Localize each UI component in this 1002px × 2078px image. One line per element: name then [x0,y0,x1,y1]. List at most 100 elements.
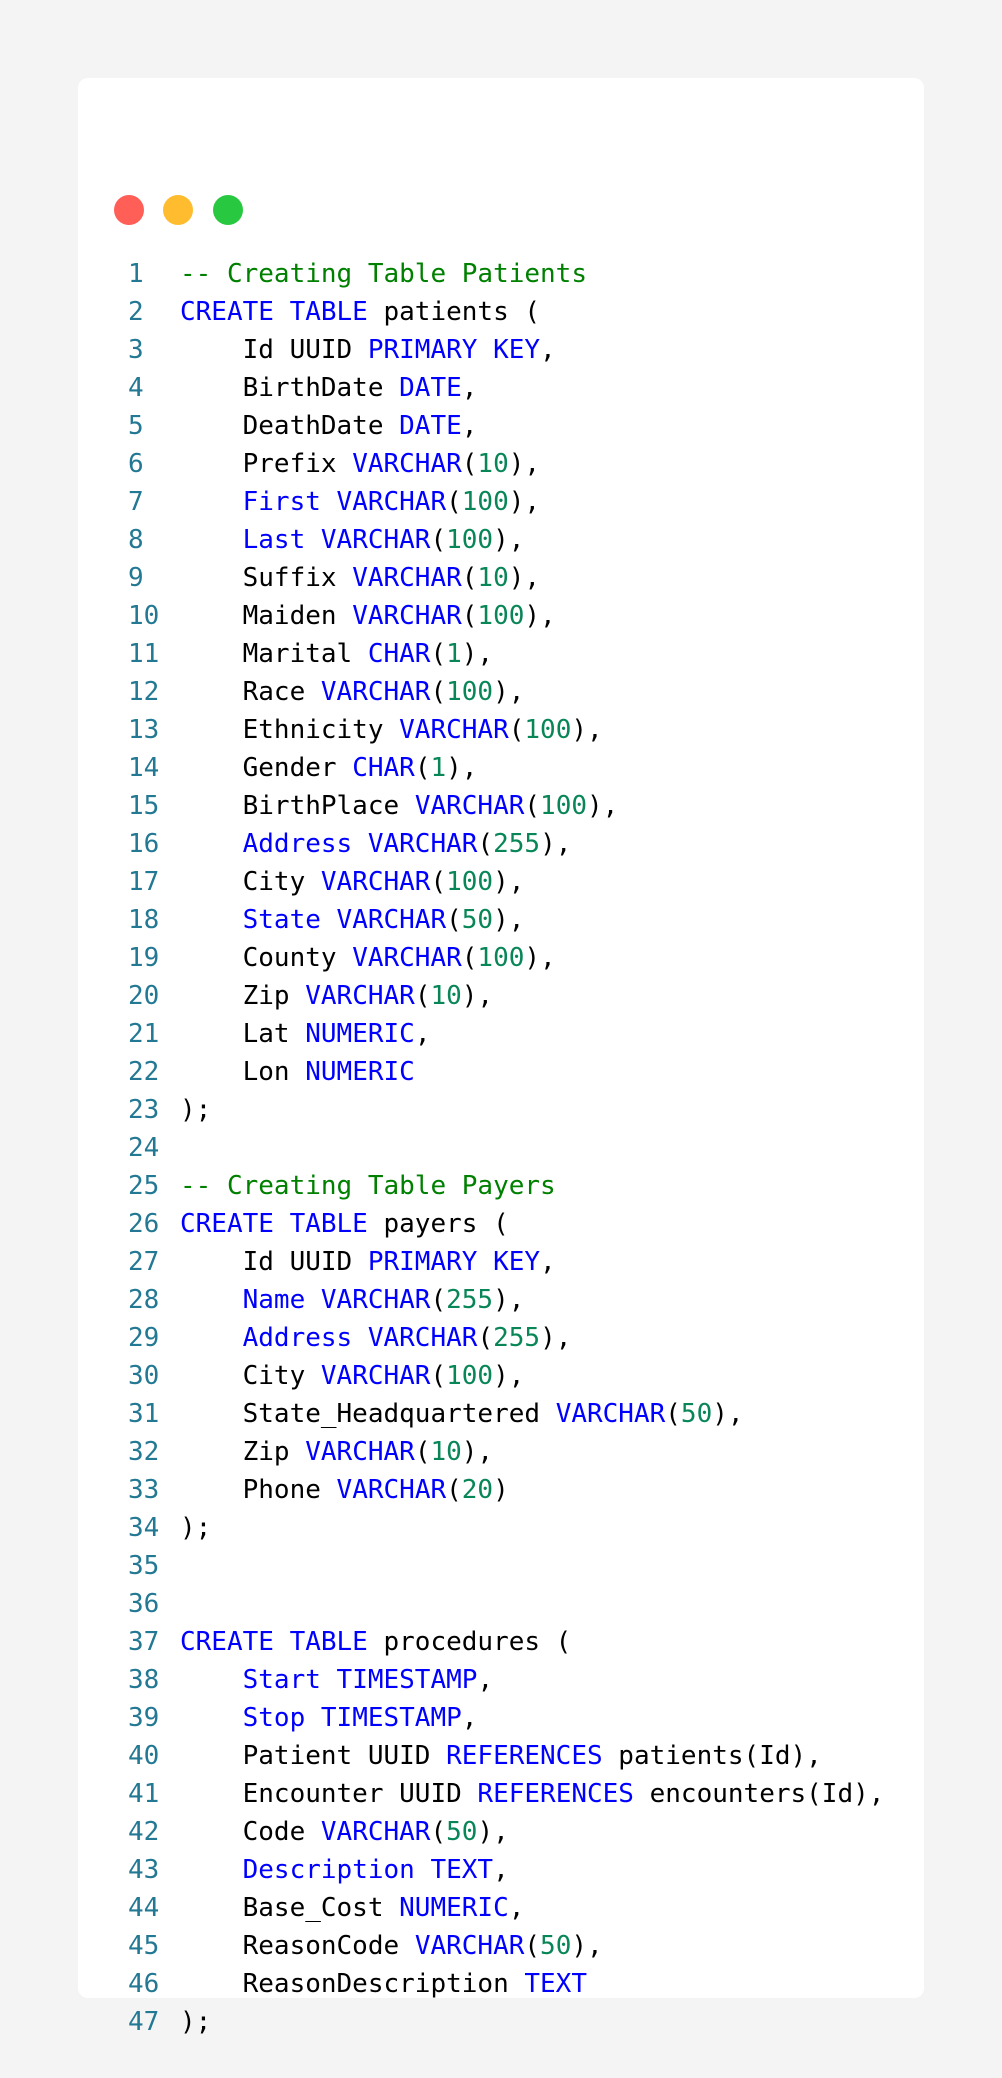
code-line: 40 Patient UUID REFERENCES patients(Id), [78,1737,924,1775]
line-source: Maiden VARCHAR(100), [180,597,556,635]
line-number: 44 [128,1893,160,1923]
line-number: 28 [128,1285,160,1315]
code-line: 8 Last VARCHAR(100), [78,521,924,559]
code-line: 42 Code VARCHAR(50), [78,1813,924,1851]
code-text: Code [180,1817,321,1847]
line-number: 14 [128,753,160,783]
code-line: 31 State_Headquartered VARCHAR(50), [78,1395,924,1433]
line-number: 33 [128,1475,160,1505]
minimize-window-dot-icon[interactable] [163,195,193,225]
keyword-token: REFERENCES [477,1779,634,1809]
line-number: 25 [128,1171,160,1201]
code-text: Gender [180,753,353,783]
code-text: ), [524,601,556,631]
maximize-window-dot-icon[interactable] [213,195,243,225]
keyword-token: NUMERIC [399,1893,509,1923]
line-number: 10 [128,601,160,631]
code-text: Ethnicity [180,715,400,745]
line-number: 38 [128,1665,160,1695]
line-number: 26 [128,1209,160,1239]
line-source: State_Headquartered VARCHAR(50), [180,1395,744,1433]
line-source: BirthDate DATE, [180,369,478,407]
code-text: Lat [180,1019,306,1049]
code-text: patients ( [367,297,541,327]
keyword-token: VARCHAR [352,563,462,593]
code-line: 18 State VARCHAR(50), [78,901,924,939]
line-source: Lon NUMERIC [180,1053,415,1091]
line-source: City VARCHAR(100), [180,1357,525,1395]
code-line: 2 CREATE TABLE patients ( [78,293,924,331]
line-number: 3 [128,335,144,365]
line-number: 20 [128,981,160,1011]
code-line: 29 Address VARCHAR(255), [78,1319,924,1357]
line-source: Zip VARCHAR(10), [180,977,493,1015]
code-line: 16 Address VARCHAR(255), [78,825,924,863]
code-line: 41 Encounter UUID REFERENCES encounters(… [78,1775,924,1813]
code-line: 47); [78,2003,924,2041]
code-text: ), [446,753,478,783]
line-number: 23 [128,1095,160,1125]
keyword-token: VARCHAR [414,1931,525,1961]
code-text: ( [414,981,431,1011]
code-line: 35 [78,1547,924,1585]
line-number: 2 [128,297,144,327]
line-number: 21 [128,1019,160,1049]
code-text [180,525,243,555]
keyword-token: Stop TIMESTAMP [242,1703,462,1733]
code-text: ( [430,525,447,555]
line-number: 17 [128,867,160,897]
code-text [180,1703,243,1733]
keyword-token: Start TIMESTAMP [242,1665,478,1695]
line-number: 41 [128,1779,160,1809]
line-source: Stop TIMESTAMP, [180,1699,478,1737]
keyword-token: CREATE TABLE [180,297,368,327]
line-number: 46 [128,1969,160,1999]
line-source: Prefix VARCHAR(10), [180,445,540,483]
line-number: 22 [128,1057,160,1087]
number-token: 100 [446,867,494,897]
number-token: 100 [477,601,525,631]
line-source: State VARCHAR(50), [180,901,525,939]
code-line: 20 Zip VARCHAR(10), [78,977,924,1015]
code-text: ), [587,791,619,821]
code-text [180,1285,243,1315]
keyword-token: CHAR [352,753,415,783]
line-number: 7 [128,487,144,517]
number-token: 255 [493,829,541,859]
code-text: procedures ( [367,1627,572,1657]
code-line: 22 Lon NUMERIC [78,1053,924,1091]
code-text: Maiden [180,601,353,631]
line-number: 11 [128,639,160,669]
keyword-token: VARCHAR [305,981,415,1011]
code-text: ), [461,981,494,1011]
keyword-token: PRIMARY KEY [367,335,541,365]
keyword-token: Name VARCHAR [242,1285,431,1315]
number-token: 50 [461,905,494,935]
code-line: 28 Name VARCHAR(255), [78,1281,924,1319]
code-text: ( [508,715,525,745]
number-token: 100 [524,715,572,745]
code-line: 10 Maiden VARCHAR(100), [78,597,924,635]
close-window-dot-icon[interactable] [114,195,144,225]
line-number: 32 [128,1437,160,1467]
code-text: ( [665,1399,681,1429]
keyword-token: VARCHAR [320,867,431,897]
line-number: 18 [128,905,160,935]
code-text: ( [414,1437,431,1467]
line-number: 39 [128,1703,160,1733]
line-source: Code VARCHAR(50), [180,1813,509,1851]
line-source: Ethnicity VARCHAR(100), [180,711,603,749]
code-text: ), [461,639,494,669]
line-number: 31 [128,1399,160,1429]
code-text: Id UUID [180,335,368,365]
code-line: 12 Race VARCHAR(100), [78,673,924,711]
line-number: 34 [128,1513,160,1543]
line-source: Lat NUMERIC, [180,1015,431,1053]
code-text: ), [571,1931,603,1961]
code-text: City [180,1361,321,1391]
code-line: 21 Lat NUMERIC, [78,1015,924,1053]
code-line: 46 ReasonDescription TEXT [78,1965,924,2003]
line-number: 29 [128,1323,160,1353]
